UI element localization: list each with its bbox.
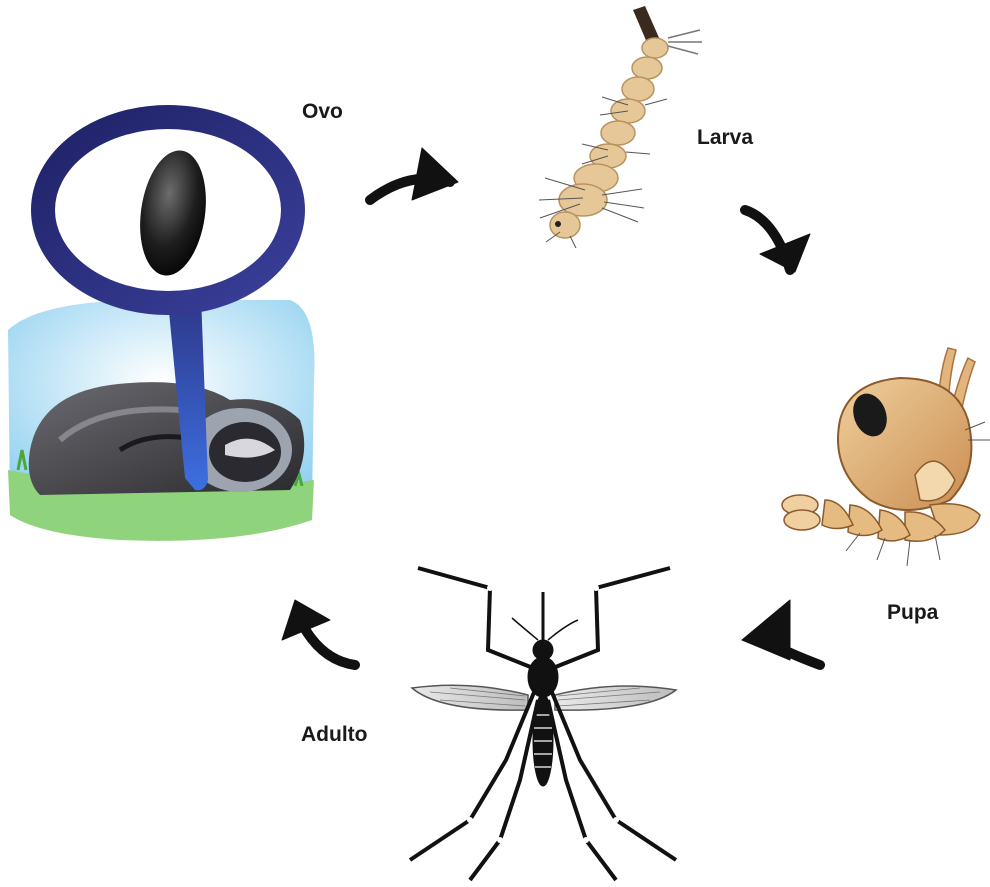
curved-arrow-icon [370,148,458,200]
larva-icon [539,6,702,248]
stage-label-larva: Larva [697,126,753,150]
stage-label-pupa: Pupa [887,601,938,625]
egg-scene [8,117,315,541]
pupa-icon [782,348,990,566]
stage-label-ovo: Ovo [302,100,343,124]
mosquito-icon [410,568,676,880]
stage-label-adulto: Adulto [301,723,367,747]
curved-arrow-icon [742,600,820,665]
curved-arrow-icon [745,210,810,272]
curved-arrow-icon [282,600,355,665]
